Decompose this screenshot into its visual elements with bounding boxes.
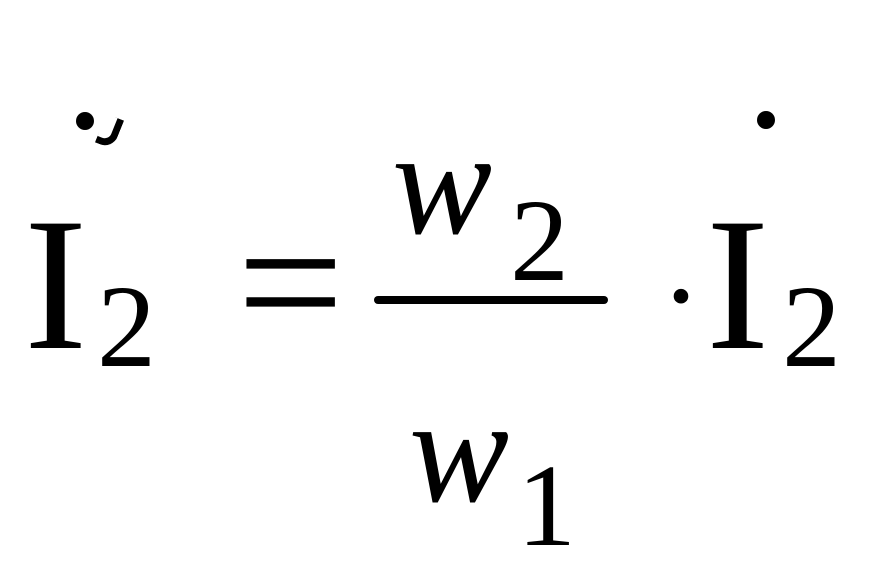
rhs-phasor-dot-icon (757, 111, 775, 129)
rhs-current-subscript: 2 (782, 261, 841, 392)
lhs-current-subscript: 2 (97, 261, 156, 392)
multiply-dot: · (666, 247, 697, 346)
rhs-current-symbol: I (706, 180, 770, 390)
denominator-winding-symbol: w (409, 368, 510, 534)
numerator-winding-subscript: 2 (510, 175, 569, 306)
numerator-winding-symbol: w (392, 100, 493, 266)
fraction-bar (374, 296, 608, 304)
lhs-phasor-dot-icon (76, 112, 94, 130)
lhs-prime-mark-icon (94, 113, 125, 150)
equals-sign: = (237, 178, 345, 388)
lhs-current-symbol: I (24, 180, 88, 390)
denominator-winding-subscript: 1 (517, 440, 576, 571)
